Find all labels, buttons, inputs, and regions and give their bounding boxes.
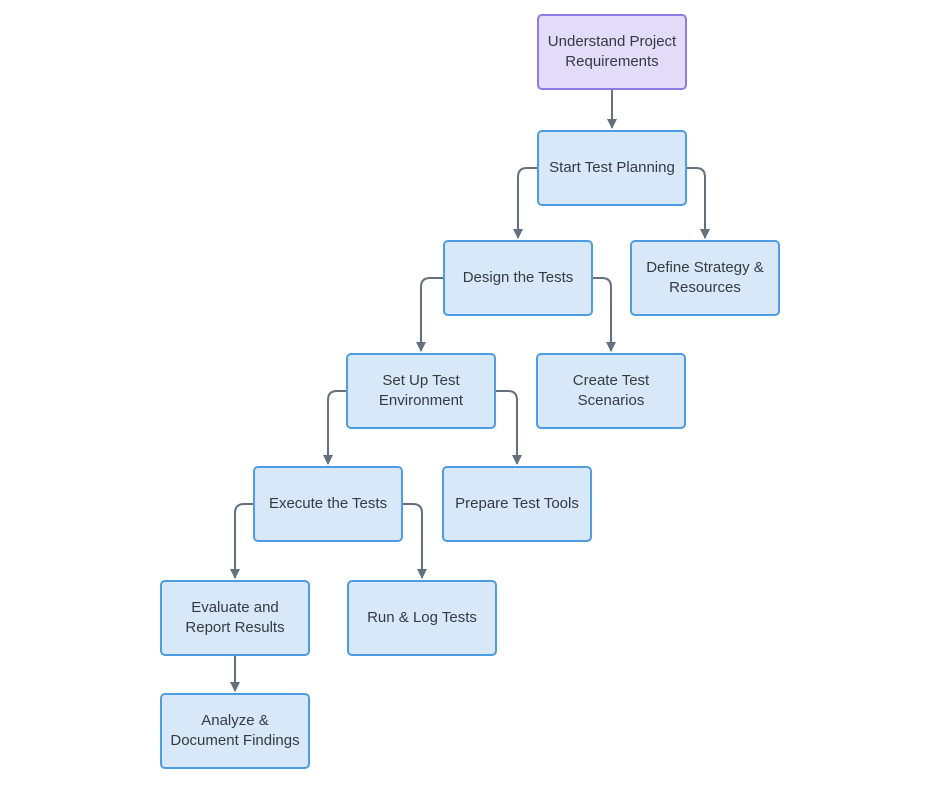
node-label: Run & Log Tests: [367, 608, 477, 626]
node-label: Analyze & Document Findings: [170, 711, 300, 749]
node-label: Execute the Tests: [268, 494, 388, 512]
node-execute: Execute the Tests: [253, 466, 403, 542]
node-run: Run & Log Tests: [347, 580, 497, 656]
node-create: Create Test Scenarios: [536, 353, 686, 429]
node-label: Define Strategy & Resources: [646, 258, 764, 296]
node-prepare: Prepare Test Tools: [442, 466, 592, 542]
node-label: Evaluate and Report Results: [185, 598, 285, 636]
node-start: Start Test Planning: [537, 130, 687, 206]
edge-design-to-create: [593, 277, 616, 352]
node-setup: Set Up Test Environment: [346, 353, 496, 429]
node-evaluate: Evaluate and Report Results: [160, 580, 310, 656]
node-define: Define Strategy & Resources: [630, 240, 780, 316]
edge-setup-to-execute: [323, 390, 346, 465]
node-label: Set Up Test Environment: [378, 371, 464, 409]
edge-execute-to-evaluate: [230, 503, 253, 579]
node-understand: Understand Project Requirements: [537, 14, 687, 90]
node-label: Understand Project Requirements: [547, 32, 677, 70]
node-label: Prepare Test Tools: [455, 494, 579, 512]
edge-start-to-define: [687, 167, 710, 239]
edge-design-to-setup: [416, 277, 443, 352]
edge-start-to-design: [513, 167, 537, 239]
node-design: Design the Tests: [443, 240, 593, 316]
edge-setup-to-prepare: [496, 390, 522, 465]
node-label: Start Test Planning: [549, 158, 675, 176]
node-label: Create Test Scenarios: [572, 371, 650, 409]
node-label: Design the Tests: [462, 268, 574, 286]
edge-execute-to-run: [403, 503, 427, 579]
node-analyze: Analyze & Document Findings: [160, 693, 310, 769]
